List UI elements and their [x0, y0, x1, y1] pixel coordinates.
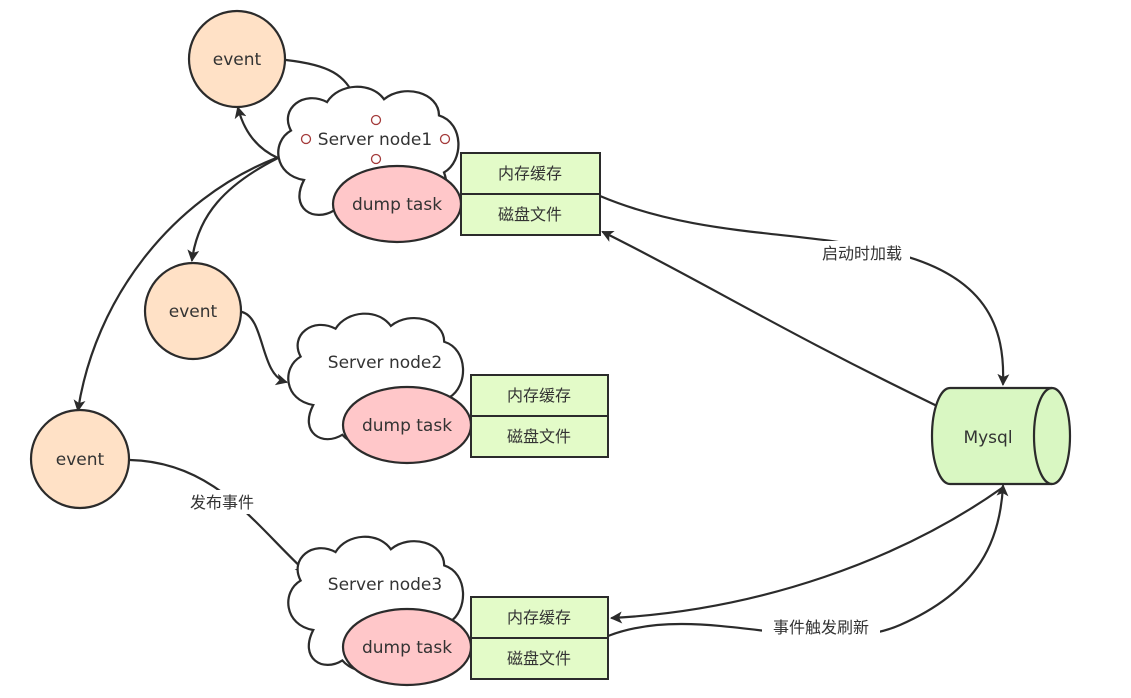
dump-task-2: dump task [341, 385, 473, 465]
mysql-database: Mysql [930, 386, 1072, 486]
edge-node1-to-event3 [73, 156, 278, 412]
server-node-1: Server node1 dump task 内存缓存 磁盘文件 [277, 85, 601, 244]
event-circle-1: event [187, 9, 287, 109]
server-node-3: Server node3 dump task 内存缓存 磁盘文件 [287, 535, 609, 687]
disk-file-2: 磁盘文件 [470, 415, 609, 458]
event-label-1: event [213, 50, 262, 70]
edge-mysql-to-disk1 [601, 230, 937, 407]
server-node-1-label: Server node1 [318, 130, 432, 150]
event-label-3: event [56, 450, 105, 470]
disk-file-2-label: 磁盘文件 [507, 427, 571, 446]
edge-memory3-to-mysql [606, 484, 1009, 638]
edge-label-startup-load-text: 启动时加载 [822, 244, 902, 263]
dump-task-3: dump task [341, 607, 473, 687]
edge-label-event-refresh: 事件触发刷新 [762, 615, 880, 639]
event-circle-2: event [143, 261, 243, 361]
edge-event3-to-node3 [128, 458, 308, 574]
dump-task-1: dump task [331, 164, 463, 244]
memory-cache-3-label: 内存缓存 [507, 608, 571, 627]
edge-label-publish-event: 发布事件 [180, 490, 264, 514]
disk-file-1-label: 磁盘文件 [498, 205, 562, 224]
server-node-2-label: Server node2 [328, 353, 442, 373]
memory-cache-1-label: 内存缓存 [498, 164, 562, 183]
event-circle-3: event [29, 408, 131, 510]
server-node-2: Server node2 dump task 内存缓存 磁盘文件 [287, 312, 609, 465]
selection-handles [300, 114, 451, 165]
disk-file-1: 磁盘文件 [460, 193, 601, 236]
disk-file-3: 磁盘文件 [470, 637, 609, 680]
dump-task-1-label: dump task [352, 195, 442, 215]
dump-task-3-label: dump task [362, 638, 452, 658]
edge-node1-to-event2 [187, 156, 280, 262]
dump-task-2-label: dump task [362, 416, 452, 436]
edge-node1-to-event1 [234, 106, 280, 160]
event-label-2: event [169, 302, 218, 322]
memory-cache-3: 内存缓存 [470, 596, 609, 639]
mysql-label: Mysql [963, 428, 1012, 448]
edge-label-event-refresh-text: 事件触发刷新 [773, 618, 869, 637]
disk-file-3-label: 磁盘文件 [507, 649, 571, 668]
edge-mysql-to-memory3 [610, 486, 1004, 624]
edge-disk1-to-mysql [598, 194, 1010, 386]
server-node-3-label: Server node3 [328, 575, 442, 595]
edge-label-startup-load: 启动时加载 [814, 241, 910, 265]
edge-label-publish-event-text: 发布事件 [190, 493, 254, 512]
edge-event2-to-node2 [240, 310, 288, 386]
memory-cache-2-label: 内存缓存 [507, 386, 571, 405]
memory-cache-2: 内存缓存 [470, 374, 609, 417]
memory-cache-1: 内存缓存 [460, 152, 601, 195]
